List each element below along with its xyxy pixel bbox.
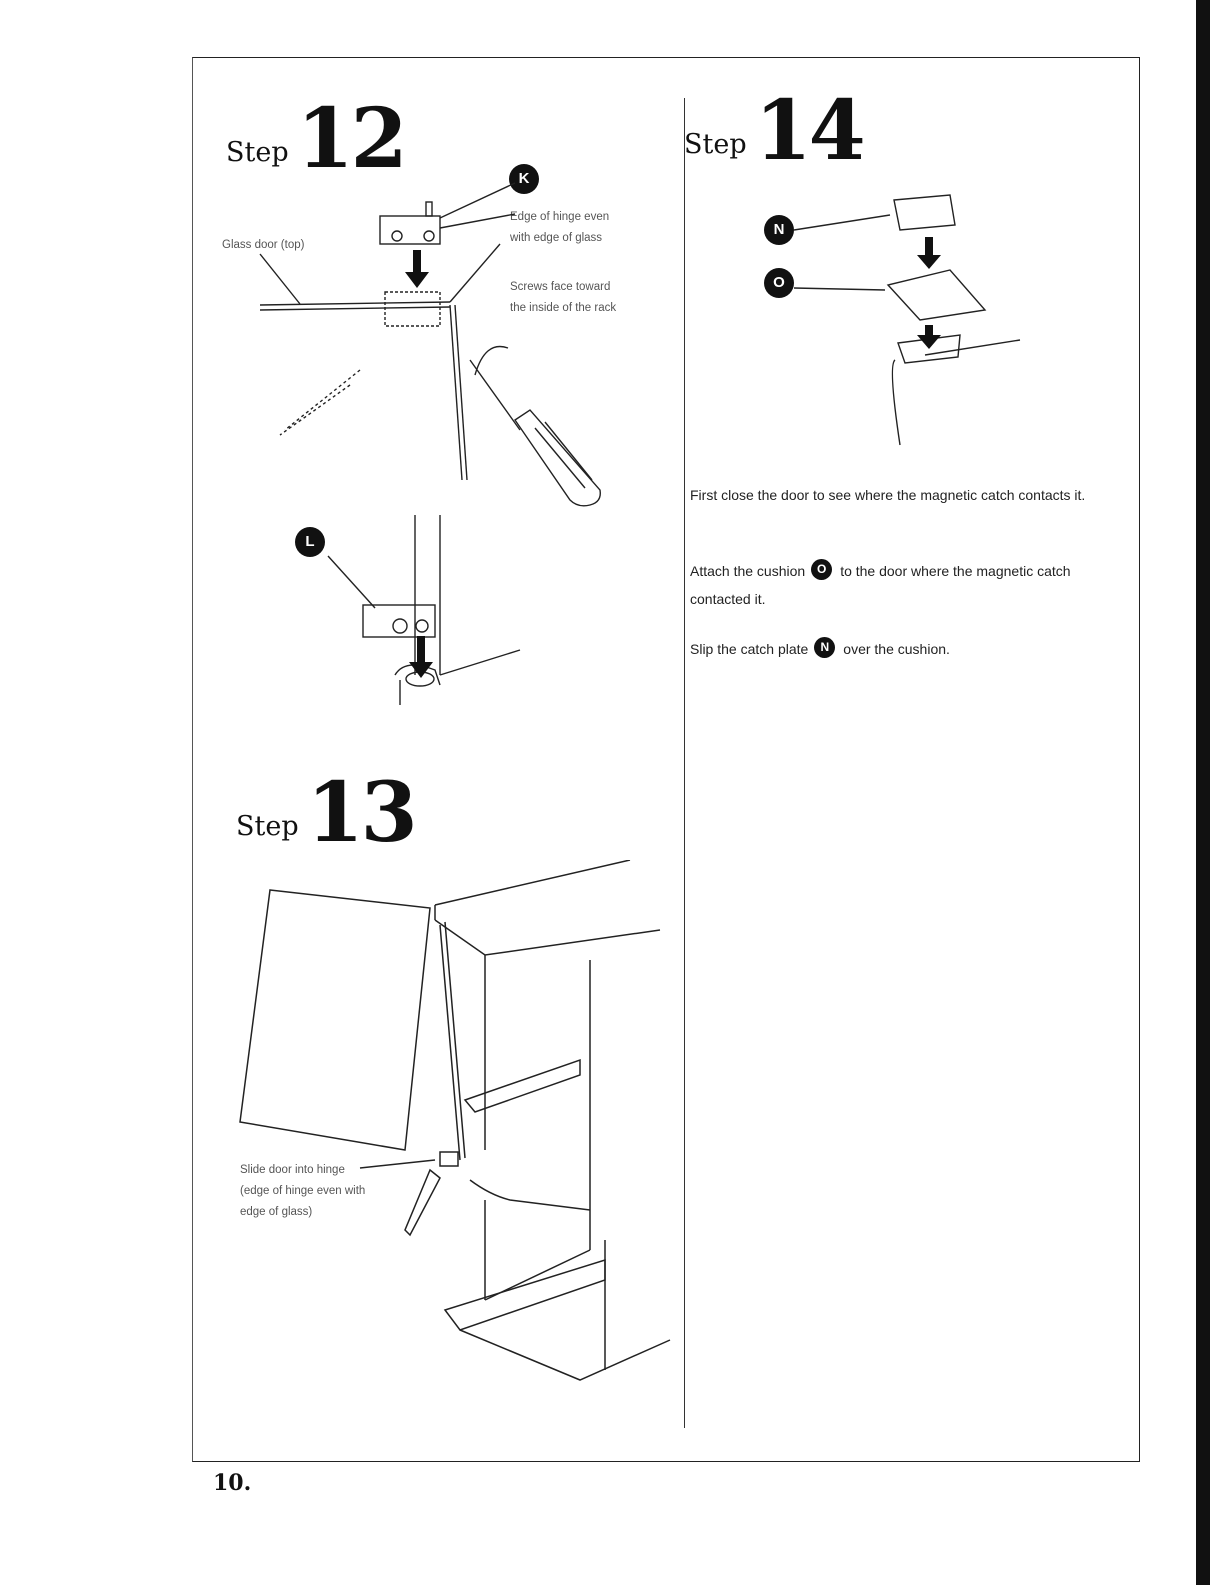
slide-door-label: Slide door into hinge (edge of hinge eve… — [240, 1164, 366, 1218]
lower-hinge-illustration — [327, 515, 521, 705]
step12-heading: Step 12 — [226, 91, 408, 187]
badge-k: K — [509, 164, 539, 194]
badge-l: L — [295, 527, 325, 557]
step12-word: Step — [226, 137, 289, 168]
page-frame — [192, 57, 1140, 1462]
scan-edge — [1196, 0, 1210, 1585]
step13-heading: Step 13 — [236, 765, 418, 861]
page-number: 10. — [213, 1470, 252, 1496]
step14-word: Step — [684, 129, 747, 160]
step14-number: 14 — [754, 83, 866, 179]
badge-o: O — [764, 268, 794, 298]
instruction-close-door: First close the door to see where the ma… — [690, 487, 1086, 503]
inline-badge-o: O — [811, 558, 833, 580]
step12-number: 12 — [296, 91, 408, 187]
catch-cushion-illustration — [793, 194, 1021, 446]
rack-door-illustration — [239, 860, 671, 1381]
step13-number: 13 — [306, 765, 418, 861]
glass-door-label: Glass door (top) — [222, 239, 305, 251]
hinge-glass-illustration — [259, 182, 601, 507]
step13-word: Step — [236, 811, 299, 842]
column-divider — [684, 98, 685, 1428]
inline-badge-n: N — [814, 636, 836, 658]
step14-heading: Step 14 — [684, 83, 866, 179]
badge-n: N — [764, 215, 794, 245]
